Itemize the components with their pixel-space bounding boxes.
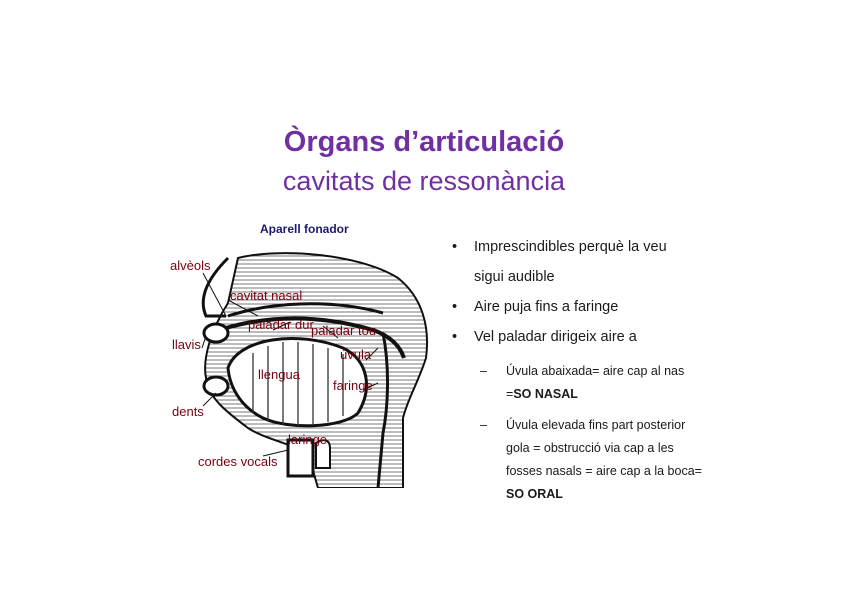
bullet-dot: •: [452, 239, 458, 255]
label-paladar-dur: paladar dur: [248, 317, 314, 332]
label-cavitat-nasal: cavitat nasal: [230, 288, 302, 303]
sub-bullet-item: – Úvula elevada fins part posterior gola…: [476, 414, 752, 506]
page-subtitle: cavitats de ressonància: [282, 166, 566, 196]
bullet-list: • Imprescindibles perquè la veu sigui au…: [452, 232, 752, 506]
bullet-dot: •: [452, 329, 458, 345]
pharynx-shape: [376, 332, 390, 488]
upper-lip-shape: [202, 322, 230, 344]
bullet-item: • Aire puja fins a faringe: [452, 292, 752, 322]
vocal-tract-illustration: Aparell fonador alvèols cavitat nasal pa…: [170, 222, 429, 488]
label-cordes-vocals: cordes vocals: [198, 454, 278, 469]
nasal-cavity-shape: [227, 302, 384, 318]
label-alveols: alvèols: [170, 258, 211, 273]
larynx-shape: [286, 438, 315, 478]
sub-bullet-text: Úvula abaixada= aire cap al nas: [506, 364, 685, 378]
sub-bullet-text: =SO NASAL: [506, 387, 578, 401]
label-laringe: laringe: [288, 432, 327, 447]
bullet-item: • Vel paladar dirigeix aire a: [452, 322, 752, 352]
bullet-dot: •: [452, 299, 458, 315]
nose-shape: [201, 256, 230, 318]
bullet-text: Vel paladar dirigeix aire a: [474, 329, 637, 345]
sub-bullet-text: fosses nasals = aire cap a la boca=: [506, 464, 702, 478]
lower-lip-shape: [202, 375, 230, 397]
bullet-item: • Imprescindibles perquè la veu sigui au…: [452, 232, 752, 292]
bullet-text: sigui audible: [474, 269, 555, 285]
so-nasal-label: SO NASAL: [513, 387, 578, 401]
so-oral-label: SO ORAL: [506, 487, 563, 501]
sub-bullet-text: SO ORAL: [506, 483, 752, 506]
label-paladar-tou: paladar tou: [311, 323, 376, 338]
sub-bullet-dash: –: [480, 364, 487, 378]
bullet-text: Aire puja fins a faringe: [474, 299, 619, 315]
bullet-text: Imprescindibles perquè la veu: [474, 239, 667, 255]
label-uvula: úvula: [340, 347, 372, 362]
page-title: Òrgans d’articulació: [283, 126, 565, 158]
sub-bullet-text: Úvula elevada fins part posterior: [506, 418, 686, 432]
label-dents: dents: [172, 404, 204, 419]
sub-bullet-text: gola = obstrucció via cap a les: [506, 441, 674, 455]
label-faringe: faringe: [333, 378, 373, 393]
label-llavis: llavis: [172, 337, 201, 352]
label-llengua: llengua: [258, 367, 301, 382]
figure-heading: Aparell fonador: [260, 222, 349, 236]
palate-shape: [225, 316, 406, 359]
sub-bullet-dash: –: [480, 418, 487, 432]
sub-bullet-item: – Úvula abaixada= aire cap al nas =SO NA…: [476, 360, 752, 406]
